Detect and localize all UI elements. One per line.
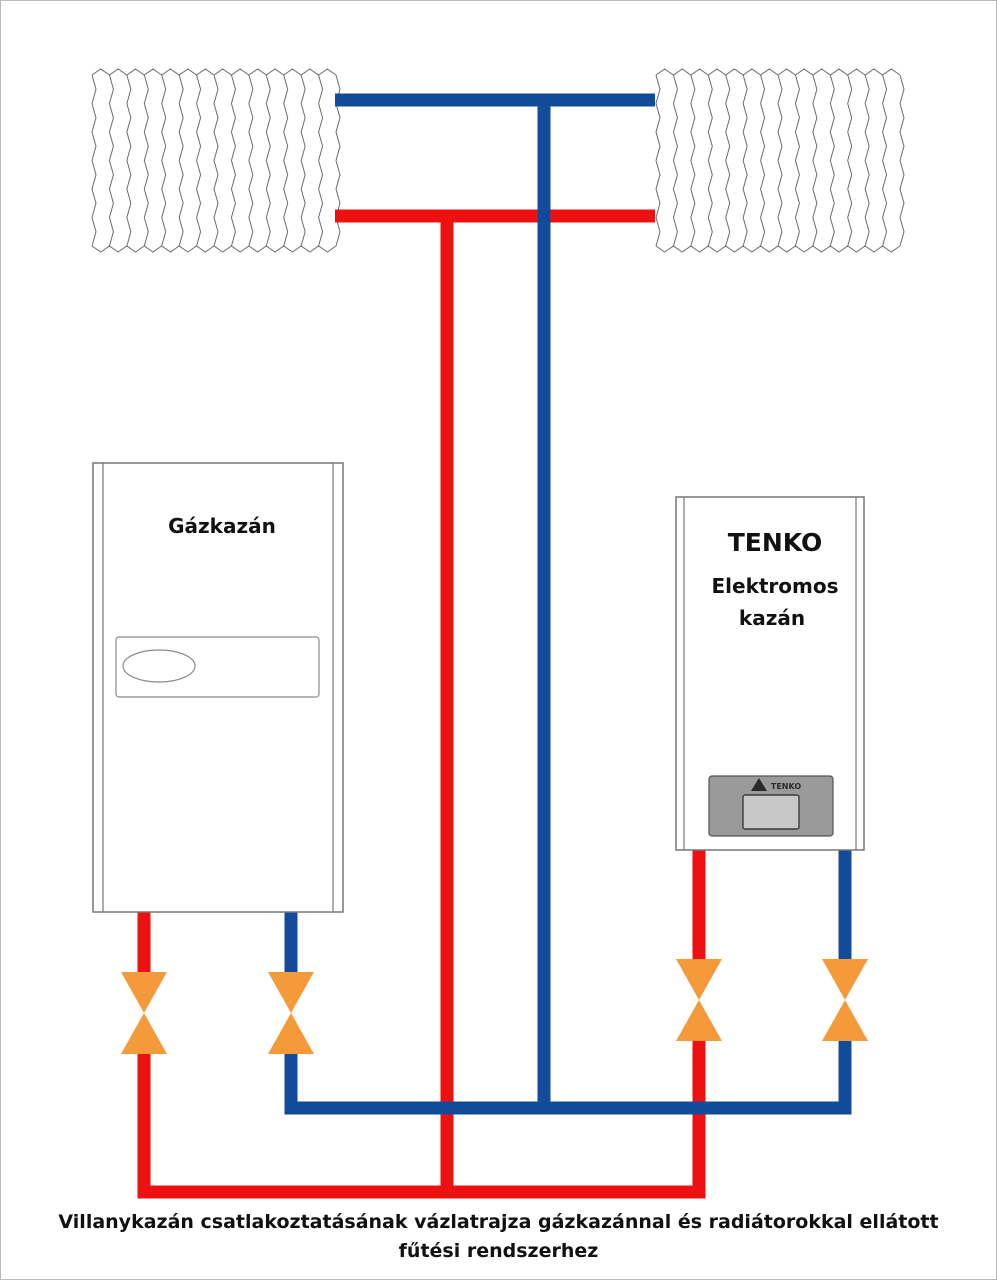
return-pipe-main (335, 93, 655, 1108)
supply-pipe-boilers (137, 1040, 706, 1199)
caption-line2: fűtési rendszerhez (398, 1240, 599, 1262)
valve-icon (676, 959, 722, 1041)
valve-icon (121, 972, 167, 1054)
radiator-left (91, 68, 341, 253)
gas-boiler-display (122, 649, 196, 683)
gas-boiler: Gázkazán (92, 462, 344, 913)
panel-logo-text: TENKO (771, 782, 801, 791)
radiator-icon (655, 68, 905, 253)
radiator-icon (91, 68, 341, 253)
diagram-caption: Villanykazán csatlakoztatásának vázlatra… (20, 1208, 977, 1266)
electric-boiler-brand: TENKO (728, 528, 823, 557)
valve-icon (268, 972, 314, 1054)
valves (121, 959, 868, 1054)
electric-boiler-control-panel: TENKO (708, 775, 834, 837)
return-pipe-boilers (284, 1040, 852, 1115)
caption-line1: Villanykazán csatlakoztatásának vázlatra… (58, 1211, 939, 1233)
supply-pipe-main (335, 209, 655, 1192)
supply-pipes (137, 209, 706, 1199)
electric-boiler: TENKO Elektromos kazán TENKO (675, 496, 865, 851)
gas-boiler-label: Gázkazán (168, 514, 276, 538)
valve-icon (822, 959, 868, 1041)
electric-boiler-label-line1: Elektromos (711, 574, 838, 598)
return-pipes (284, 93, 852, 1115)
radiator-right (655, 68, 905, 253)
tenko-logo-icon (751, 778, 767, 791)
electric-boiler-label-line2: kazán (739, 606, 805, 630)
